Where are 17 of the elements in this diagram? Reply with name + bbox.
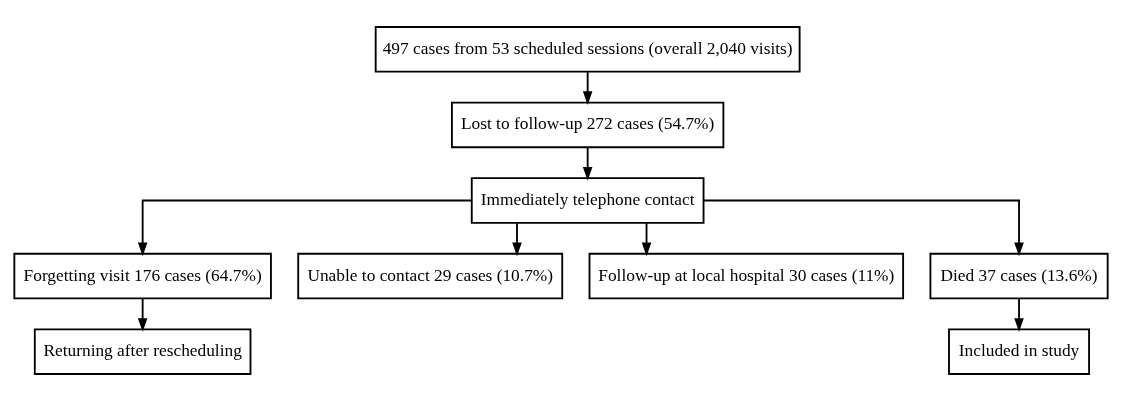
- arrow: [1014, 297, 1024, 332]
- arrow: [582, 70, 593, 105]
- arrow: [641, 221, 652, 256]
- node-box: Included in study: [948, 328, 1090, 375]
- node-box: Unable to contact 29 cases (10.7%): [297, 252, 564, 299]
- node-box: Immediately telephone contact: [470, 176, 705, 224]
- arrow: [512, 221, 522, 256]
- node-box: 497 cases from 53 scheduled sessions (overall 2,040 visits): [374, 25, 801, 72]
- node-box: Forgetting visit 176 cases (64.7%): [13, 252, 272, 299]
- node-box: Follow-up at local hospital 30 cases (11%): [588, 252, 905, 299]
- arrow: [137, 199, 473, 256]
- node-box: Died 37 cases (13.6%): [929, 252, 1109, 299]
- arrow: [582, 146, 593, 181]
- arrow: [137, 297, 148, 332]
- node-box: Lost to follow-up 272 cases (54.7%): [451, 101, 725, 148]
- arrow: [702, 199, 1024, 256]
- node-box: Returning after rescheduling: [33, 328, 252, 375]
